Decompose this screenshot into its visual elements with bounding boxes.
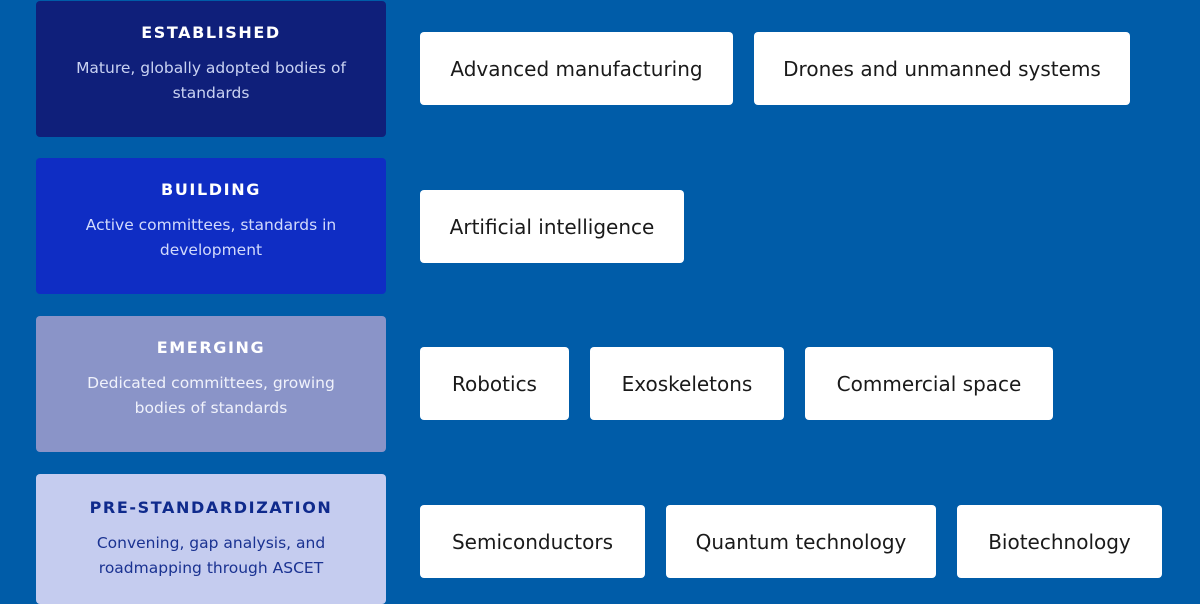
stage-description: Active committees, standards in developm… bbox=[85, 215, 337, 259]
stage-card-emerging: EMERGING Dedicated committees, growing b… bbox=[36, 316, 386, 452]
stage-description: Mature, globally adopted bodies of stand… bbox=[76, 58, 346, 102]
tag-semiconductors: Semiconductors bbox=[420, 505, 645, 578]
tag-exoskeletons: Exoskeletons bbox=[590, 347, 784, 420]
tag-list-established: Advanced manufacturing Drones and unmann… bbox=[420, 32, 1130, 105]
tag-robotics: Robotics bbox=[420, 347, 569, 420]
stage-title: ESTABLISHED bbox=[141, 22, 281, 42]
tag-list-building: Artificial intelligence bbox=[420, 190, 684, 263]
stage-card-pre-standardization: PRE-STANDARDIZATION Convening, gap analy… bbox=[36, 474, 386, 604]
tag-drones-unmanned-systems: Drones and unmanned systems bbox=[754, 32, 1130, 105]
stage-title: BUILDING bbox=[161, 179, 261, 199]
stage-title: PRE-STANDARDIZATION bbox=[89, 497, 333, 517]
tag-list-emerging: Robotics Exoskeletons Commercial space bbox=[420, 347, 1053, 420]
stage-card-building: BUILDING Active committees, standards in… bbox=[36, 158, 386, 294]
stage-title: EMERGING bbox=[156, 337, 266, 357]
tag-commercial-space: Commercial space bbox=[805, 347, 1053, 420]
stage-card-established: ESTABLISHED Mature, globally adopted bod… bbox=[36, 1, 386, 137]
stage-description: Dedicated committees, growing bodies of … bbox=[87, 373, 335, 417]
tag-list-pre-standardization: Semiconductors Quantum technology Biotec… bbox=[420, 505, 1162, 578]
stage-description: Convening, gap analysis, and roadmapping… bbox=[96, 533, 326, 577]
tag-quantum-technology: Quantum technology bbox=[666, 505, 936, 578]
tag-advanced-manufacturing: Advanced manufacturing bbox=[420, 32, 733, 105]
tag-biotechnology: Biotechnology bbox=[957, 505, 1162, 578]
tag-artificial-intelligence: Artificial intelligence bbox=[420, 190, 684, 263]
